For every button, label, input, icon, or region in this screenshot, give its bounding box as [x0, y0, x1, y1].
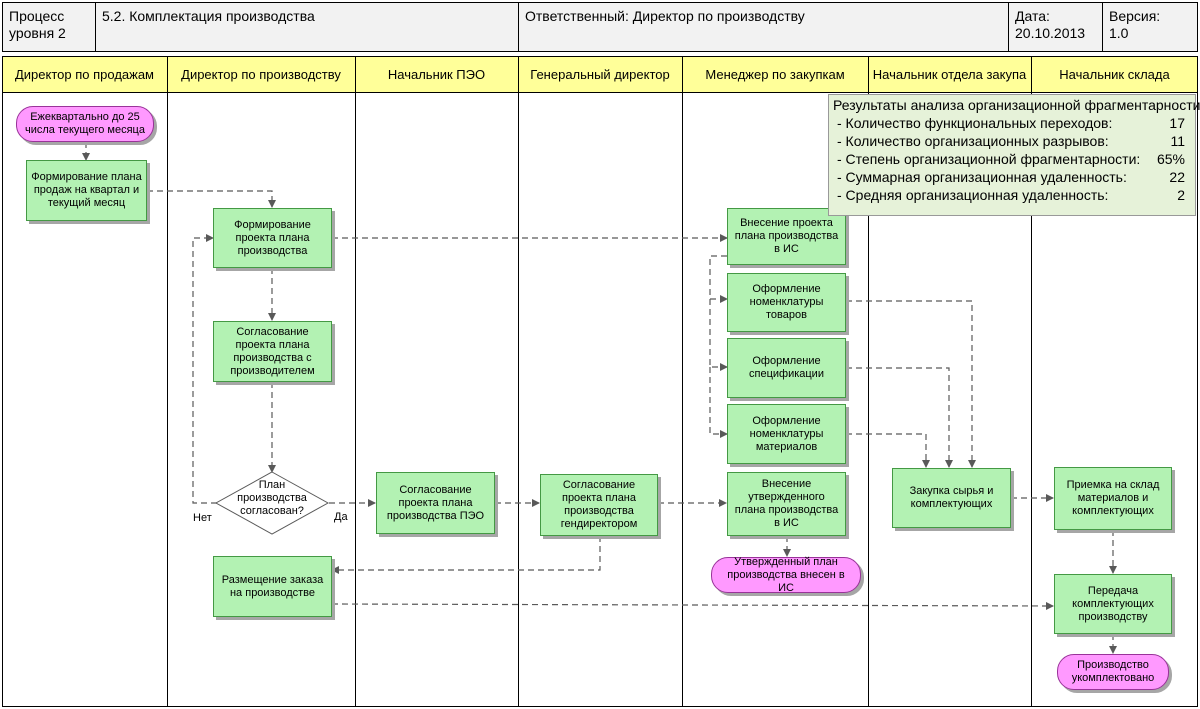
- analysis-row: - Степень организационной фрагментарност…: [837, 151, 1185, 167]
- start-event: Ежеквартально до 25 числа текущего месяц…: [16, 106, 154, 142]
- analysis-row: - Количество функциональных переходов: 1…: [837, 115, 1185, 131]
- flow-enter-draft-to-nomen-goods: [709, 255, 728, 303]
- decision-no-label: Нет: [193, 512, 212, 524]
- lane-header-sales-director: Директор по продажам: [2, 56, 167, 92]
- lane-header-production-director: Директор по производству: [167, 56, 355, 92]
- decision-label: План производства согласован?: [237, 479, 307, 517]
- header-grid: [2, 2, 1198, 52]
- flow-nomen-goods-to-purchase: [846, 300, 976, 468]
- analysis-row: - Суммарная организационная удаленность:…: [837, 169, 1185, 185]
- date-value: 20.10.2013: [1015, 25, 1086, 41]
- task-enter-draft-is: Внесение проекта плана производства в ИС: [727, 208, 846, 265]
- version-cell: Версия: 1.0: [1102, 2, 1198, 52]
- task-agree-producer: Согласование проекта плана производства …: [213, 321, 332, 382]
- flow-specification-to-purchase: [846, 367, 953, 468]
- flow-sales-plan-to-draft-plan: [147, 190, 276, 208]
- connectors: [82, 142, 1117, 654]
- lane-header-warehouse-head: Начальник склада: [1031, 56, 1198, 92]
- task-specification: Оформление спецификации: [727, 338, 846, 398]
- process-level-cell: Процесс уровня 2: [2, 2, 95, 52]
- flow-decision-no-to-draft: [192, 234, 217, 504]
- version-value: 1.0: [1109, 25, 1129, 41]
- fragmentation-analysis-panel: Результаты анализа организационной фрагм…: [828, 94, 1200, 216]
- analysis-row: - Количество организационных разрывов: 1…: [837, 133, 1185, 149]
- task-place-order: Размещение заказа на производстве: [213, 556, 332, 617]
- lane-header-purchase-manager: Менеджер по закупкам: [682, 56, 868, 92]
- version-label: Версия:: [1109, 8, 1161, 24]
- lane-header-purchase-dept-head: Начальник отдела закупа: [868, 56, 1031, 92]
- date-label: Дата:: [1015, 8, 1050, 24]
- task-transfer-to-production: Передача комплектующих производству: [1054, 574, 1172, 634]
- task-agree-gendir: Согласование проекта плана производства …: [540, 474, 658, 536]
- task-purchase: Закупка сырья и комплектующих: [892, 468, 1011, 528]
- task-receive-warehouse: Приемка на склад материалов и комплектую…: [1054, 467, 1172, 530]
- process-level-text: Процесс уровня 2: [9, 8, 66, 41]
- date-cell: Дата: 20.10.2013: [1008, 2, 1102, 52]
- analysis-row: - Средняя организационная удаленность: 2: [837, 187, 1185, 203]
- task-nomenclature-goods: Оформление номенклатуры товаров: [727, 273, 846, 332]
- flow-nomen-materials-to-purchase: [846, 433, 930, 468]
- process-name-text: 5.2. Комплектация производства: [102, 8, 315, 24]
- lane-header-general-director: Генеральный директор: [518, 56, 682, 92]
- flow-enter-draft-to-nomen-materials: [709, 367, 728, 438]
- decision-yes-label: Да: [334, 511, 348, 523]
- decision-diamond: [214, 471, 330, 535]
- task-sales-plan: Формирование плана продаж на квартал и т…: [26, 160, 147, 221]
- task-nomenclature-materials: Оформление номенклатуры материалов: [727, 404, 846, 464]
- task-enter-approved-plan: Внесение утвержденного плана производств…: [727, 472, 846, 536]
- end-event-production-complete: Производство укомплектовано: [1057, 654, 1169, 690]
- flow-gendir-to-place-order: [331, 536, 601, 574]
- process-name-cell: 5.2. Комплектация производства: [95, 2, 518, 52]
- flow-place-order-to-transfer: [331, 601, 1054, 610]
- task-agree-peo: Согласование проекта плана производства …: [376, 472, 495, 534]
- end-event-plan-entered: Утвержденный план производства внесен в …: [711, 556, 861, 594]
- responsible-cell: Ответственный: Директор по производству: [518, 2, 1008, 52]
- task-draft-plan: Формирование проекта плана производства: [213, 208, 332, 268]
- analysis-title: Результаты анализа организационной фрагм…: [833, 97, 1200, 113]
- responsible-text: Ответственный: Директор по производству: [525, 8, 805, 24]
- flow-enter-draft-to-specification: [709, 299, 728, 371]
- lane-header-peo-head: Начальник ПЭО: [355, 56, 518, 92]
